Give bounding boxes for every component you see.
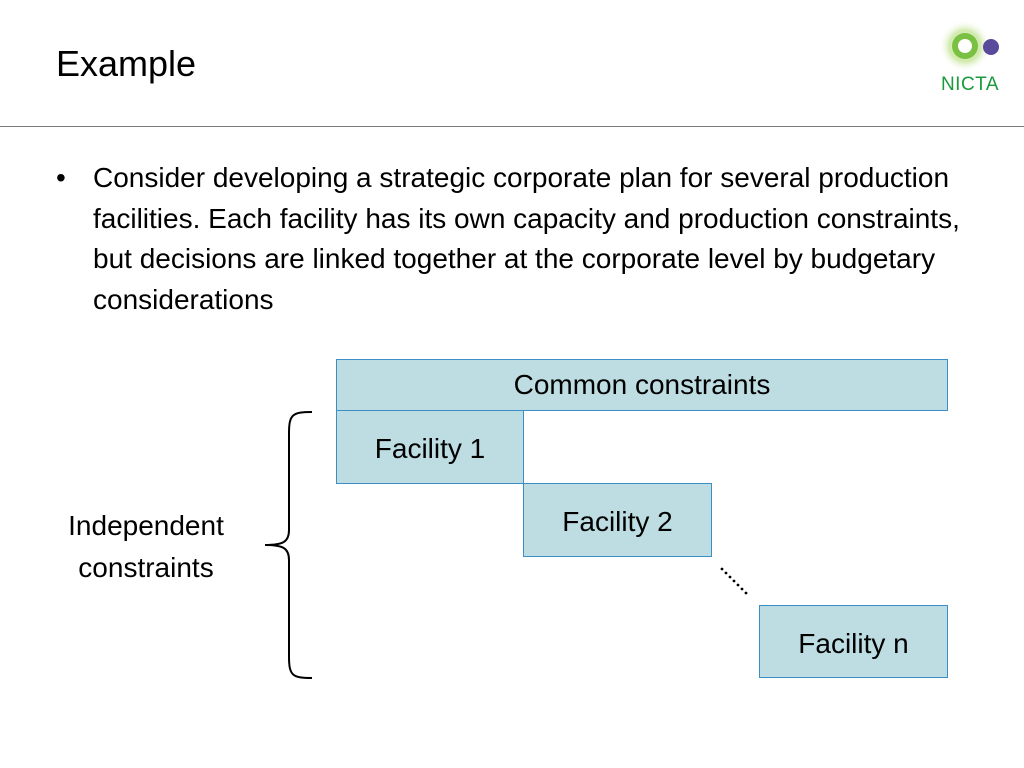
- facility-n-label: Facility n: [798, 628, 909, 659]
- diagonal-dots-icon: [720, 567, 748, 595]
- facility-2-box: Facility 2: [523, 483, 712, 557]
- nicta-logo: NICTA: [930, 20, 1010, 100]
- bullet-marker: •: [56, 162, 66, 193]
- facility-1-label: Facility 1: [374, 433, 486, 464]
- independent-label-line2: constraints: [78, 552, 214, 583]
- curly-brace-icon: [264, 411, 313, 679]
- independent-label-line1: Independent: [68, 510, 224, 541]
- title-divider: [0, 126, 1024, 127]
- facility-1-box: Facility 1: [336, 410, 524, 484]
- common-constraints-label: Common constraints: [513, 369, 771, 400]
- nicta-logo-icon: [939, 20, 999, 72]
- common-constraints-box: Common constraints: [336, 359, 948, 411]
- independent-constraints-label: Independent constraints: [36, 505, 256, 589]
- bullet-list: • Consider developing a strategic corpor…: [56, 158, 986, 320]
- slide-title: Example: [56, 43, 197, 84]
- bullet-item: • Consider developing a strategic corpor…: [56, 158, 986, 320]
- facility-2-label: Facility 2: [562, 506, 673, 537]
- logo-text: NICTA: [940, 74, 1000, 95]
- facility-n-box: Facility n: [759, 605, 948, 678]
- bullet-text: Consider developing a strategic corporat…: [93, 162, 960, 315]
